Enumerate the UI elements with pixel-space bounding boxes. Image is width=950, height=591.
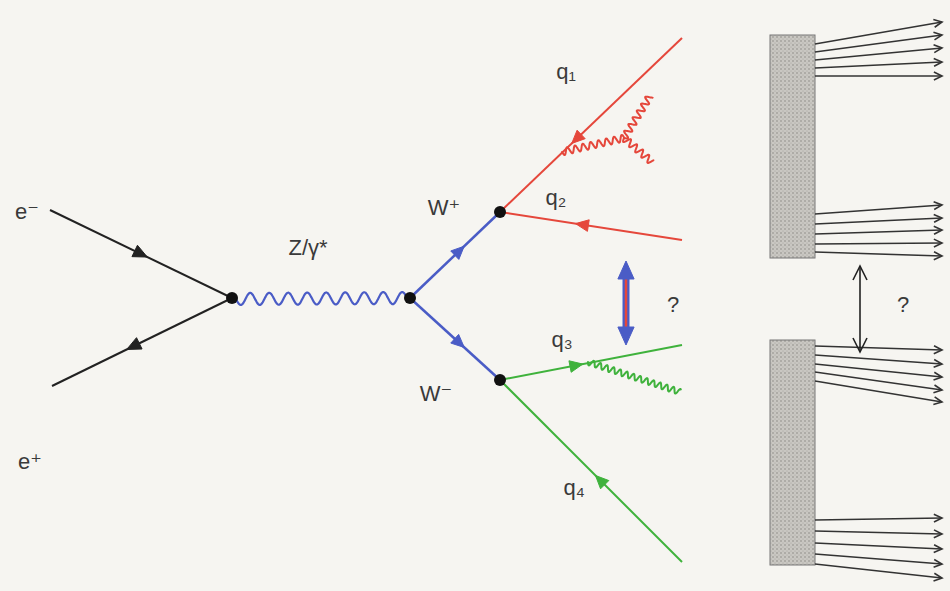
hadron-track (815, 355, 942, 364)
vertex-dot (404, 292, 416, 304)
hadronization-block (770, 35, 815, 258)
interaction-arrowhead (618, 327, 634, 345)
gluon-line (623, 138, 653, 163)
track-arrowhead (934, 559, 942, 567)
track-arrowhead (934, 545, 942, 553)
interaction-arrowhead (853, 338, 867, 352)
track-arrowhead (934, 360, 942, 368)
question-mark: ? (667, 294, 679, 316)
hadron-track (815, 564, 942, 578)
track-arrowhead (933, 385, 942, 393)
fermion-arrow (572, 130, 585, 143)
track-arrowhead (934, 346, 942, 354)
quark-label: q₂ (546, 187, 567, 209)
hadron-track (815, 75, 942, 77)
hadron-jets (770, 20, 942, 581)
vertices (226, 206, 506, 386)
track-arrowhead (934, 45, 942, 53)
hadron-track (815, 554, 942, 564)
fermion-arrow (127, 338, 142, 350)
gluon-line (588, 361, 681, 394)
hadron-track (815, 48, 942, 60)
hadron-track (815, 62, 942, 68)
hadron-track (815, 381, 942, 402)
track-arrowhead (934, 72, 942, 80)
vertex-dot (226, 292, 238, 304)
fermion-arrow (451, 334, 465, 347)
hadron-track (815, 346, 942, 350)
hadron-track (815, 218, 942, 224)
hadronization-block (770, 340, 815, 565)
quark-label: q₃ (551, 329, 572, 351)
track-arrowhead (934, 202, 942, 210)
track-arrowhead (934, 530, 942, 538)
positron-line (52, 298, 232, 386)
interaction-arrow (859, 266, 861, 352)
fermion-arrow (596, 476, 609, 489)
track-arrowhead (933, 20, 942, 28)
fermion-arrow (569, 361, 583, 372)
track-arrowhead (934, 514, 942, 522)
hadron-track (815, 243, 942, 244)
interaction-arrow (623, 272, 630, 334)
boson-label: W⁻ (420, 383, 452, 405)
track-arrowhead (934, 226, 942, 234)
boson-label: W⁺ (428, 197, 460, 219)
electron-line (50, 210, 232, 298)
hadron-track (815, 205, 942, 214)
w-plus-line (410, 212, 500, 298)
hadron-track (815, 518, 942, 520)
quark-line (500, 380, 682, 562)
track-arrowhead (934, 214, 942, 222)
track-arrowhead (934, 372, 942, 380)
track-arrowhead (934, 252, 942, 260)
track-arrowhead (934, 239, 942, 247)
quark-label: q₁ (556, 61, 576, 83)
hadron-track (815, 531, 942, 534)
quark-line (500, 212, 682, 240)
gluon-line (562, 135, 624, 155)
quark-label: q₄ (563, 477, 584, 499)
particle-label: e⁺ (18, 451, 42, 473)
question-mark: ? (897, 294, 909, 316)
hadron-track (815, 543, 942, 549)
fermion-arrow (132, 245, 147, 257)
interaction-arrow (625, 272, 628, 334)
interaction-arrowhead (618, 261, 634, 279)
interaction-arrowhead (853, 266, 867, 280)
boson-propagator (236, 292, 406, 305)
w-minus-line (410, 298, 500, 380)
particle-label: e⁻ (15, 201, 39, 223)
track-arrowhead (933, 397, 942, 405)
boson-label: Z/γ* (288, 237, 327, 259)
track-arrowhead (933, 32, 942, 40)
hadron-track (815, 230, 942, 234)
fermion-arrow (451, 246, 464, 259)
hadron-track (815, 252, 942, 256)
track-arrowhead (934, 58, 942, 66)
gluon-line (624, 97, 653, 139)
fermion-arrow (575, 220, 589, 232)
vertex-dot (494, 206, 506, 218)
track-arrowhead (934, 573, 942, 581)
vertex-dot (494, 374, 506, 386)
quark-line (500, 38, 682, 212)
particle-lines (50, 38, 682, 562)
hadron-track (815, 22, 942, 44)
hadron-track (815, 372, 942, 390)
arrowheads (127, 130, 634, 489)
